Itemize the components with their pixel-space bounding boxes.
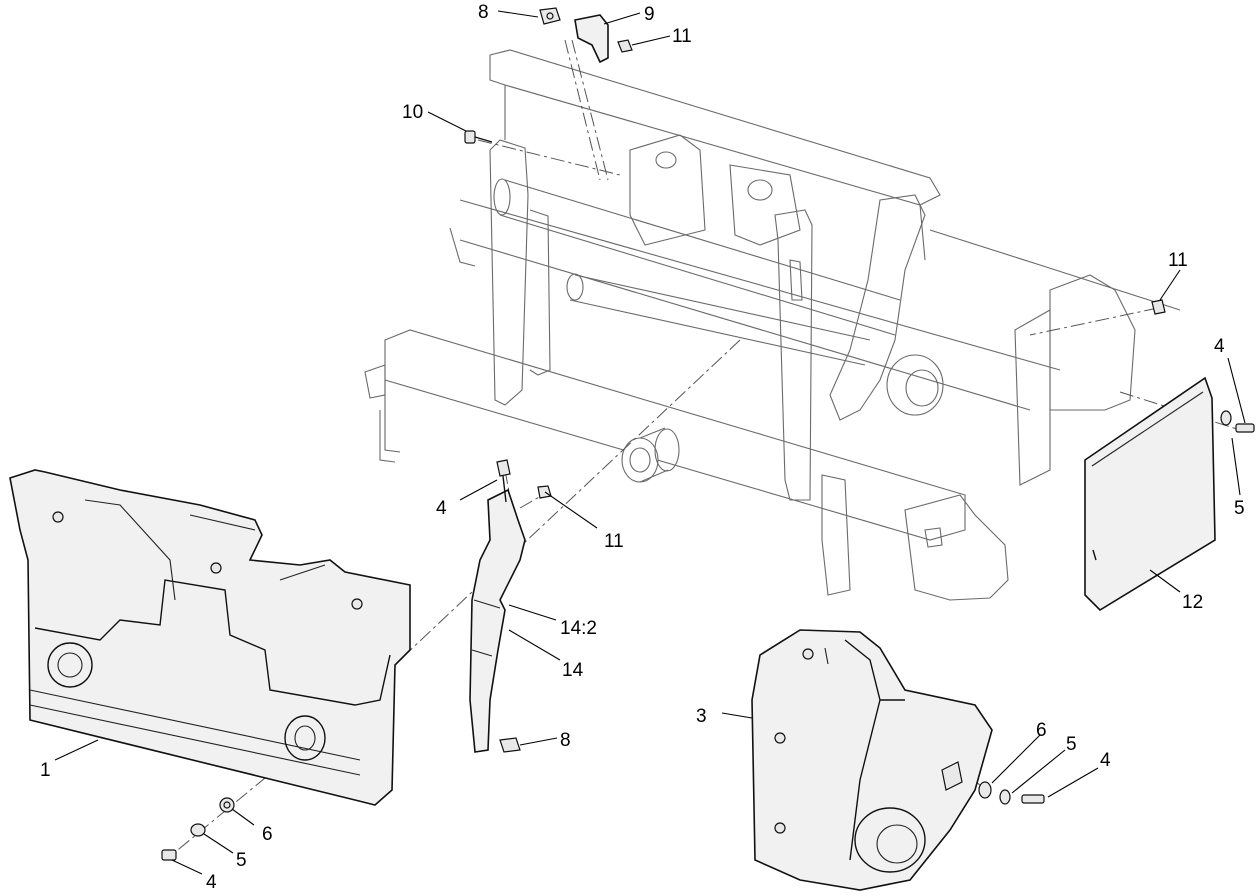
callout-14: 14 [562, 660, 584, 681]
callout-4-right: 4 [1214, 336, 1225, 357]
nut-part-11-right [1151, 299, 1166, 315]
leader-lines [54, 10, 1246, 875]
callout-5-right: 5 [1234, 498, 1245, 519]
bracket-part-14 [469, 459, 552, 753]
callout-4-bracket: 4 [436, 498, 447, 519]
cover-part-1 [9, 469, 411, 806]
callout-6-right: 6 [1036, 720, 1047, 741]
callout-8-top: 8 [478, 2, 489, 23]
callout-11-bracket: 11 [604, 531, 624, 552]
callout-labels: 8 9 11 10 11 4 5 4 11 14:2 14 8 12 3 6 5… [40, 2, 1245, 893]
top-bracket-part-9 [539, 7, 633, 64]
frame-assembly [364, 49, 1181, 601]
callout-12: 12 [1182, 592, 1203, 613]
callout-3: 3 [696, 706, 707, 727]
callout-8-bottom: 8 [560, 730, 571, 751]
callout-14-2: 14:2 [560, 618, 597, 639]
washer-bolt-right [1220, 410, 1255, 433]
shield-plate-part-12 [1084, 376, 1216, 612]
side-cover-part-3 [751, 629, 993, 891]
callout-9: 9 [644, 4, 655, 25]
bolt-part-10 [464, 130, 493, 144]
callout-6-left: 6 [262, 824, 273, 845]
fastener-stack-left [161, 797, 235, 861]
callout-4-left: 4 [206, 872, 217, 893]
fastener-stack-right [978, 781, 1045, 805]
callout-11-right: 11 [1168, 250, 1188, 271]
callout-1: 1 [40, 760, 51, 781]
callout-4-bottom-right: 4 [1100, 750, 1111, 771]
callout-5-bottom-right: 5 [1066, 734, 1077, 755]
callout-5-left: 5 [236, 850, 247, 871]
callout-10: 10 [402, 102, 423, 123]
callout-11-top: 11 [672, 26, 692, 47]
